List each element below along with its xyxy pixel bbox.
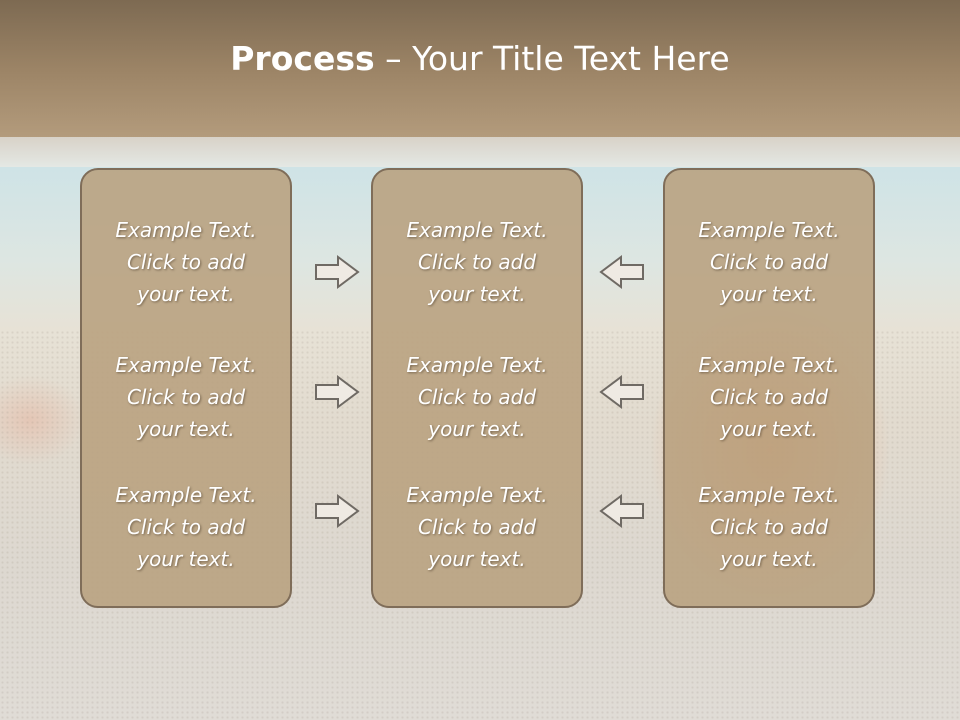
text-line: Click to add [417,250,537,274]
text-line: your text. [137,417,235,441]
text-line: your text. [137,547,235,571]
text-line: Click to add [709,250,829,274]
text-block[interactable]: Example Text. Click to add your text. [665,214,873,310]
text-block[interactable]: Example Text. Click to add your text. [665,479,873,575]
text-line: your text. [720,282,818,306]
text-line: Example Text. [406,218,548,242]
arrow-left-icon [599,494,644,528]
text-line: Click to add [709,385,829,409]
process-panel-center: Example Text. Click to add your text. Ex… [371,168,583,608]
text-line: your text. [428,282,526,306]
text-line: your text. [720,547,818,571]
text-line: your text. [428,547,526,571]
text-line: Click to add [417,515,537,539]
text-line: Example Text. [115,218,257,242]
text-line: Example Text. [406,483,548,507]
text-line: Click to add [126,250,246,274]
text-block[interactable]: Example Text. Click to add your text. [82,479,290,575]
text-line: Example Text. [115,353,257,377]
arrow-right-icon [315,375,360,409]
text-line: Click to add [126,385,246,409]
text-block[interactable]: Example Text. Click to add your text. [373,479,581,575]
arrow-right-icon [315,494,360,528]
slide-title[interactable]: Process – Your Title Text Here [230,39,729,78]
text-block[interactable]: Example Text. Click to add your text. [665,349,873,445]
text-block[interactable]: Example Text. Click to add your text. [373,349,581,445]
text-line: Example Text. [115,483,257,507]
title-rest: – Your Title Text Here [374,39,730,78]
header-strip [0,137,960,167]
text-line: Click to add [417,385,537,409]
text-line: Click to add [709,515,829,539]
text-block[interactable]: Example Text. Click to add your text. [82,214,290,310]
text-block[interactable]: Example Text. Click to add your text. [373,214,581,310]
text-line: Example Text. [698,483,840,507]
arrow-right-icon [315,255,360,289]
text-line: Example Text. [698,353,840,377]
arrow-left-icon [599,375,644,409]
text-line: your text. [428,417,526,441]
text-block[interactable]: Example Text. Click to add your text. [82,349,290,445]
process-panel-right: Example Text. Click to add your text. Ex… [663,168,875,608]
text-line: Example Text. [406,353,548,377]
text-line: your text. [720,417,818,441]
text-line: Click to add [126,515,246,539]
text-line: Example Text. [698,218,840,242]
process-panel-left: Example Text. Click to add your text. Ex… [80,168,292,608]
title-bar: Process – Your Title Text Here [0,0,960,137]
title-bold: Process [230,39,375,78]
text-line: your text. [137,282,235,306]
arrow-left-icon [599,255,644,289]
